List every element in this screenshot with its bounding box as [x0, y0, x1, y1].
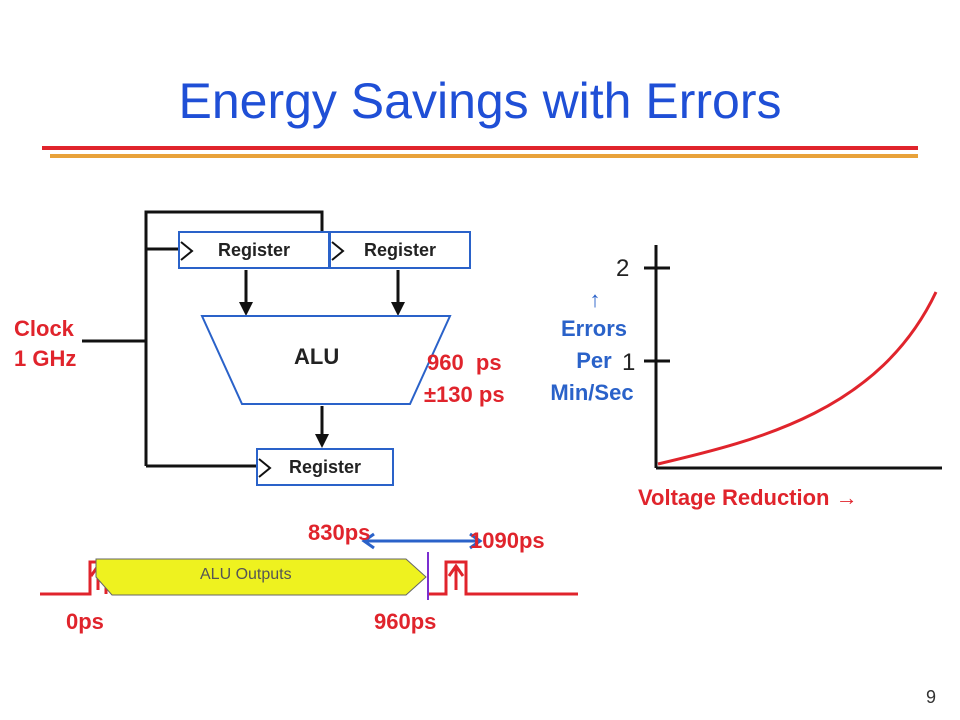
- graph-xlabel: Voltage Reduction →: [638, 485, 858, 510]
- up-arrow-icon: ↑: [589, 287, 601, 312]
- variance-arrow: [361, 532, 483, 550]
- register-label: Register: [363, 239, 437, 260]
- clock-input-icon: [180, 241, 194, 261]
- graph-axes: [644, 245, 942, 470]
- clock-input-icon: [331, 241, 345, 261]
- time-max-label: 1090ps: [470, 528, 545, 553]
- graph-ylabel-line1: Errors: [560, 316, 628, 341]
- alu-outputs-label: ALU Outputs: [200, 566, 292, 583]
- alu-outputs-band: [95, 558, 427, 596]
- error-curve: [657, 291, 938, 466]
- register-bottom: Register: [256, 448, 394, 486]
- register-label: Register: [288, 456, 362, 477]
- graph-tick-1: 1: [622, 349, 636, 376]
- clock-input-icon: [258, 458, 272, 478]
- graph-ylabel-line2: Per: [576, 348, 612, 373]
- alu-label: ALU: [294, 344, 340, 369]
- register-label: Register: [217, 239, 291, 260]
- alu-block: [200, 315, 452, 405]
- clock-label-line2: 1 GHz: [14, 346, 77, 371]
- time-min-label: 830ps: [308, 520, 371, 545]
- data-arrows: [239, 270, 405, 448]
- time-start-label: 0ps: [66, 609, 104, 634]
- clock-label-line1: Clock: [14, 316, 74, 341]
- graph-ylabel-line3: Min/Sec: [550, 380, 634, 405]
- page-number: 9: [925, 687, 936, 707]
- graph-tick-2: 2: [616, 255, 630, 282]
- register-top-right: Register: [329, 231, 471, 269]
- register-top-left: Register: [178, 231, 330, 269]
- delay-label-line2: ±130 ps: [424, 382, 505, 407]
- time-clock-label: 960ps: [374, 609, 437, 634]
- delay-label-line1: 960 ps: [427, 350, 502, 375]
- slide-title: Energy Savings with Errors: [178, 73, 782, 129]
